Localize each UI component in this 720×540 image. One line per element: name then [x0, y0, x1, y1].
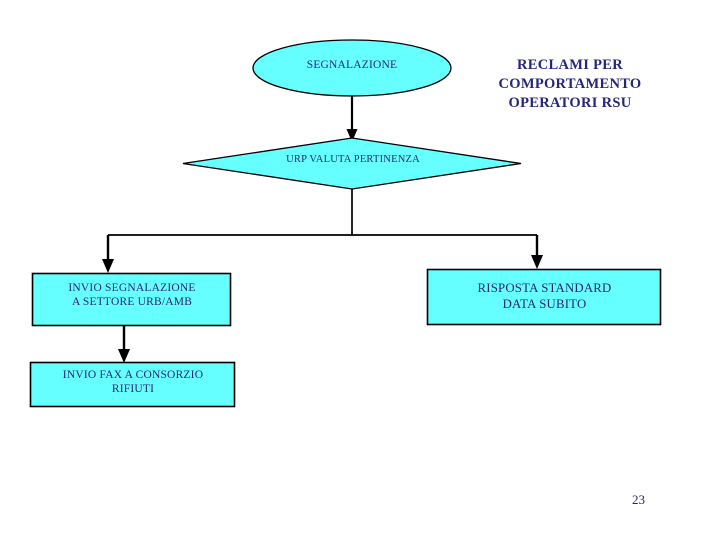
node-risposta-shape[interactable]	[426, 268, 662, 326]
node-invio-fax-shape[interactable]	[29, 361, 236, 408]
connector-settore-to-fax	[118, 326, 130, 363]
connector-decision-branches	[102, 189, 543, 273]
connector-start-to-decision	[346, 96, 358, 142]
node-decision-shape[interactable]	[182, 137, 522, 190]
node-invio-settore-label: INVIO SEGNALAZIONE A SETTORE URB/AMB	[68, 282, 196, 309]
page-number: 23	[632, 492, 645, 507]
node-invio-fax-label: INVIO FAX A CONSORZIO RIFIUTI	[62, 369, 204, 396]
slide-heading: RECLAMI PER COMPORTAMENTO OPERATORI RSU	[498, 57, 642, 112]
node-start-label: SEGNALAZIONE	[306, 59, 398, 71]
node-risposta-label: RISPOSTA STANDARD DATA SUBITO	[477, 281, 612, 311]
node-start-shape[interactable]	[252, 39, 452, 97]
node-invio-settore-shape[interactable]	[31, 272, 232, 327]
node-decision-label: URP VALUTA PERTINENZA	[286, 154, 420, 165]
